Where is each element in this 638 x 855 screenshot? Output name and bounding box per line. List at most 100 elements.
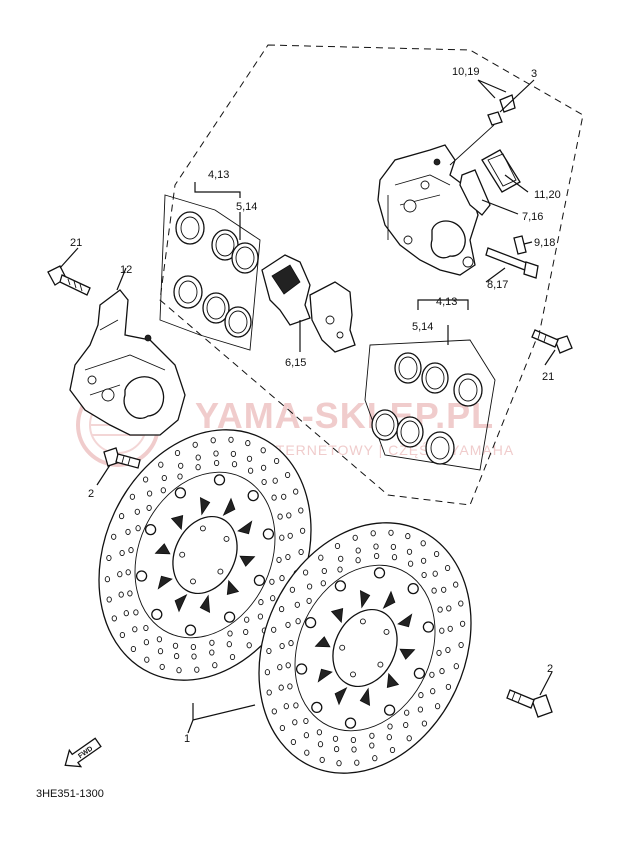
disc-hole <box>351 746 357 753</box>
label-12: 12 <box>120 264 132 276</box>
disc-spoke-cutout <box>199 497 211 516</box>
disc-spoke-cutout <box>154 543 171 555</box>
disc-button <box>174 487 187 499</box>
disc-button <box>262 528 275 540</box>
disc-hole <box>176 667 182 674</box>
disc-hole <box>106 596 112 603</box>
label-7-16: 7,16 <box>522 211 543 223</box>
disc-hole <box>278 684 284 691</box>
label-8-17: 8,17 <box>487 279 508 291</box>
disc-hole <box>279 642 285 650</box>
disc-hole <box>355 547 361 554</box>
disc-hole <box>244 616 250 623</box>
disc-hole <box>278 606 285 613</box>
hub-bolt-hole <box>350 671 356 678</box>
leader-lines <box>59 79 556 734</box>
label-21-right: 21 <box>542 371 554 383</box>
disc-hole <box>447 625 453 632</box>
disc-hole <box>370 530 376 537</box>
forward-arrow: FWD <box>64 737 102 768</box>
label-10-19: 10,19 <box>452 66 480 78</box>
disc-hole <box>298 507 304 514</box>
label-6-15: 6,15 <box>285 357 306 369</box>
disc-hole <box>289 586 296 593</box>
disc-hole <box>279 534 285 541</box>
disc-hole <box>421 720 428 727</box>
caliper-right <box>377 144 479 276</box>
disc-hole <box>266 689 272 696</box>
disc-hole <box>430 688 436 695</box>
disc-button <box>151 608 163 621</box>
label-2-left: 2 <box>88 488 94 500</box>
disc-hole <box>172 642 179 649</box>
disc-hole <box>159 663 165 670</box>
disc-hole <box>213 450 219 457</box>
disc-hole <box>417 706 424 713</box>
disc-hole <box>303 732 310 739</box>
hub-bolt-hole <box>359 618 366 625</box>
disc-hole <box>445 646 451 654</box>
disc-spoke-cutout <box>317 668 333 683</box>
disc-hole <box>439 627 445 634</box>
bleeder-screw <box>449 94 516 166</box>
hub-bolt-hole <box>179 551 186 558</box>
disc-hole <box>277 513 283 520</box>
disc-hole <box>285 553 291 561</box>
disc-spoke-cutout <box>359 687 371 706</box>
watermark-text: YAMA-SKLEP.PL <box>195 395 494 436</box>
disc-hole <box>118 591 124 598</box>
disc-hole <box>405 533 411 540</box>
disc-hole <box>144 656 150 663</box>
disc-hole <box>316 729 323 736</box>
disc-hole <box>212 662 218 669</box>
disc-hole <box>227 630 233 637</box>
disc-hole <box>317 741 324 748</box>
disc-hole <box>279 724 286 732</box>
disc-hole <box>118 513 125 520</box>
disc-button <box>223 611 236 623</box>
disc-hole <box>111 533 117 540</box>
disc-hole <box>279 575 285 582</box>
disc-hole <box>391 554 398 561</box>
disc-button <box>304 616 317 629</box>
label-4-13-top: 4,13 <box>208 169 229 181</box>
disc-hole <box>295 618 301 625</box>
disc-hole <box>243 628 249 636</box>
disc-hole <box>134 508 140 515</box>
disc-hole <box>294 601 300 608</box>
disc-hole <box>192 441 198 448</box>
disc-hole <box>132 626 138 633</box>
disc-hole <box>125 569 131 576</box>
disc-spoke-cutout <box>199 594 211 613</box>
disc-hole <box>158 461 164 468</box>
disc-spoke-cutout <box>222 497 236 516</box>
disc-hole <box>439 668 445 675</box>
disc-hole <box>299 527 306 534</box>
hub-bolt-hole <box>377 661 384 668</box>
hub-bolt-hole <box>190 578 196 585</box>
disc-hole <box>458 641 464 649</box>
disc-hole <box>431 587 437 594</box>
disc-hole <box>174 449 181 457</box>
disc-hole <box>389 746 396 754</box>
disc-hole <box>420 540 426 547</box>
label-3: 3 <box>531 68 537 80</box>
disc-hole <box>406 735 412 742</box>
disc-hole <box>293 488 299 495</box>
hub-bolt-hole <box>217 568 224 575</box>
disc-hole <box>446 605 452 612</box>
disc-button <box>295 663 308 675</box>
disc-hole <box>209 639 215 646</box>
disc-hole <box>125 528 131 535</box>
disc-hole <box>388 529 394 536</box>
disc-hole <box>285 662 291 669</box>
disc-hole <box>319 756 325 763</box>
disc-hole <box>104 576 111 583</box>
disc-hole <box>277 664 283 671</box>
disc-hole <box>273 457 280 465</box>
disc-button <box>253 574 266 587</box>
disc-hole <box>228 436 234 443</box>
disc-hole <box>336 760 342 767</box>
disc-hole <box>434 703 441 710</box>
